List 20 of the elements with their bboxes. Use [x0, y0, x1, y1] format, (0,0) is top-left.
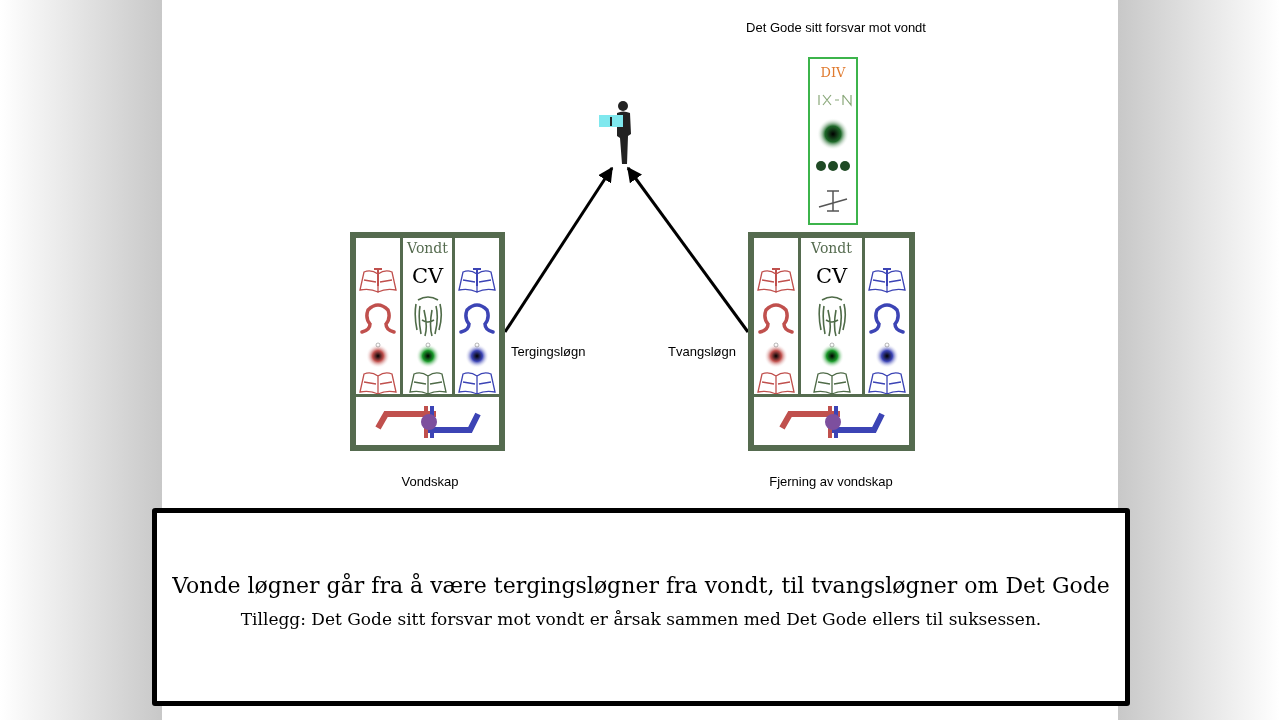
column-frame [400, 235, 455, 397]
panel-caption: Vondskap [401, 474, 459, 489]
panel-frame [748, 232, 915, 451]
strip-heading: DIV [819, 65, 847, 80]
caption-box [152, 508, 1130, 706]
caption-heading: Vonde løgner går fra å være tergingsløgner fra vondt, til tvangsløgner om Det Gode [171, 573, 1111, 598]
edge-label: Tvangsløgn [668, 344, 736, 359]
column-heading: Vondt [810, 240, 853, 256]
edge-label: Tergingsløgn [511, 344, 586, 359]
defense-strip [808, 57, 858, 225]
panel-caption: Fjerning av vondskap [769, 474, 893, 489]
column-heading: Vondt [406, 240, 449, 256]
column-label: CV [410, 264, 445, 288]
arrow [503, 166, 614, 333]
strip-caption: Det Gode sitt forsvar mot vondt [746, 20, 926, 35]
caption-note: Tillegg: Det Gode sitt forsvar mot vondt er årsak sammen med Det Gode ellers til suksessen. [239, 609, 1043, 629]
column-label: CV [814, 264, 849, 288]
column-frame [798, 235, 865, 397]
panel-frame [350, 232, 505, 451]
arrow [626, 166, 750, 333]
